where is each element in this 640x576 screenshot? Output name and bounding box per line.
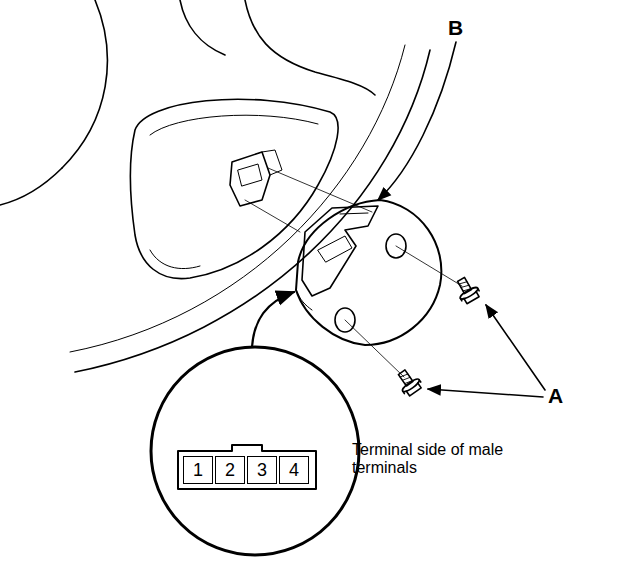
terminal-cell: 3 — [247, 456, 277, 484]
cover-switch — [302, 206, 378, 296]
alignment-line — [245, 200, 300, 232]
terminal-number: 2 — [225, 461, 235, 479]
wheel-rim — [75, 50, 430, 372]
cover-switch — [340, 213, 368, 214]
screw — [452, 274, 481, 305]
terminal-cell: 4 — [279, 456, 309, 484]
hub-connector — [238, 164, 262, 186]
hub-opening-lip — [150, 115, 318, 135]
leader-arrow — [428, 389, 543, 397]
screw — [393, 367, 423, 398]
cover-switch — [318, 236, 352, 262]
leader-arrow — [486, 305, 545, 390]
hub-connector — [262, 150, 282, 175]
wheel-rim-inner — [70, 45, 405, 352]
inset-circle — [151, 347, 359, 555]
part-letter: A — [548, 384, 563, 408]
note-text: Terminal side of male terminals — [352, 441, 537, 478]
hub-connector — [230, 152, 270, 206]
leader-arrow — [378, 42, 456, 200]
wheel-spoke — [0, 168, 62, 205]
hub-opening-lip — [150, 250, 200, 269]
wheel-spoke — [62, 0, 107, 168]
hub-opening — [130, 99, 338, 278]
wheel-spoke — [180, 0, 225, 55]
terminal-number: 1 — [193, 461, 203, 479]
inset-arrow — [252, 292, 294, 347]
connector-outline — [178, 445, 316, 489]
wheel-spoke — [245, 0, 375, 95]
terminal-cell: 1 — [183, 456, 213, 484]
terminal-cell: 2 — [215, 456, 245, 484]
alignment-line — [345, 320, 404, 377]
cover — [296, 200, 441, 345]
part-letter: B — [448, 16, 463, 40]
terminal-number: 4 — [289, 461, 299, 479]
terminal-number: 3 — [257, 461, 267, 479]
alignment-line — [396, 246, 462, 286]
